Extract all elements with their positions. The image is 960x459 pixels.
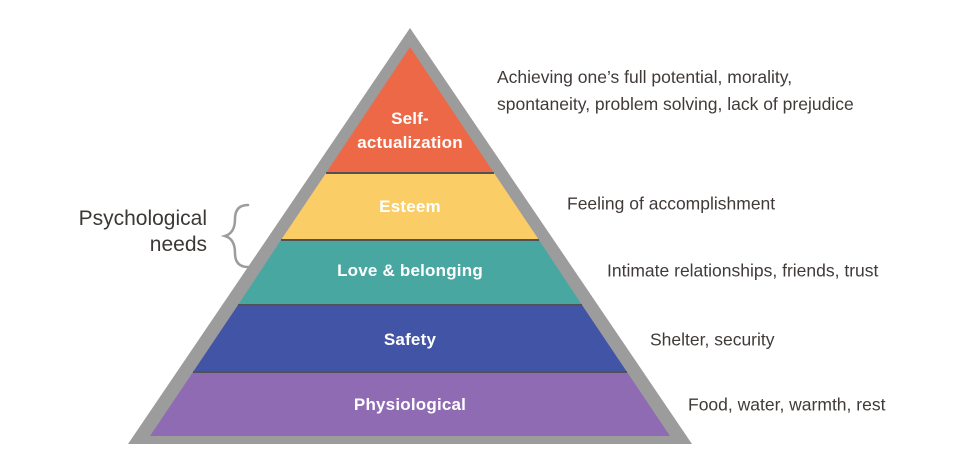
desc-self-actualization: Achieving one’s full potential, morality… <box>497 64 854 118</box>
label-self-actualization: Self- actualization <box>357 107 463 155</box>
desc-safety: Shelter, security <box>650 329 775 350</box>
label-line: actualization <box>357 133 463 152</box>
band-safety <box>193 305 627 372</box>
psychological-needs-annotation: Psychological needs <box>0 206 207 258</box>
desc-love-belonging: Intimate relationships, friends, trust <box>607 260 879 281</box>
label-line: Self- <box>391 109 429 128</box>
label-physiological: Physiological <box>353 395 467 414</box>
desc-physiological: Food, water, warmth, rest <box>688 394 886 415</box>
curly-brace-icon <box>220 203 250 269</box>
desc-line: Achieving one’s full potential, morality… <box>497 67 793 87</box>
band-love-belonging <box>238 240 582 305</box>
label-love-belonging: Love & belonging <box>337 261 483 280</box>
label-safety: Safety <box>383 330 437 349</box>
band-physiological <box>150 372 670 436</box>
annotation-line: Psychological <box>78 207 207 230</box>
annotation-line: needs <box>149 233 207 256</box>
band-self-actualization <box>326 47 494 173</box>
label-esteem: Esteem <box>379 197 441 216</box>
desc-line: spontaneity, problem solving, lack of pr… <box>497 94 854 114</box>
desc-esteem: Feeling of accomplishment <box>567 193 776 214</box>
band-esteem <box>281 173 539 240</box>
